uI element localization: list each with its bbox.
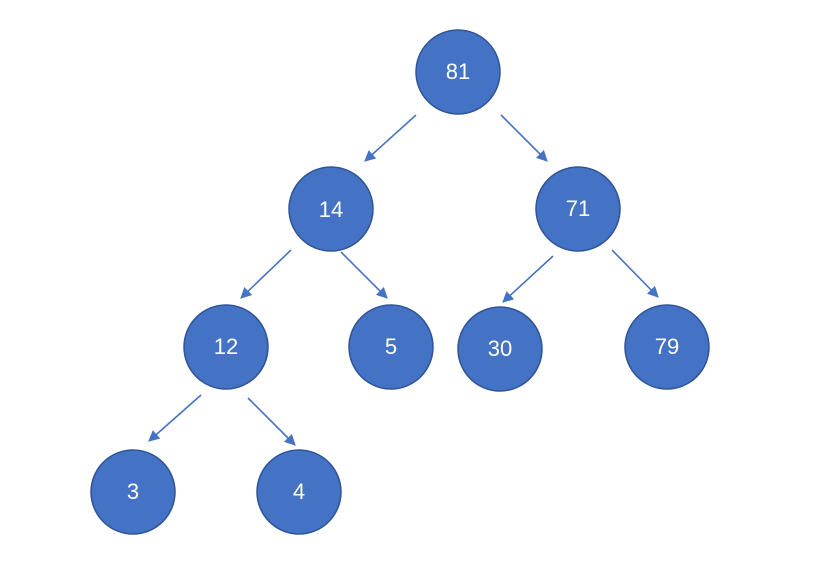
node-circle xyxy=(183,304,269,390)
tree-node-3: 3 xyxy=(90,449,176,535)
edge-81-71 xyxy=(500,114,548,162)
tree-node-4: 4 xyxy=(256,449,342,535)
node-circle xyxy=(256,449,342,535)
node-circle xyxy=(415,29,501,115)
tree-node-5: 5 xyxy=(348,304,434,390)
node-label: 81 xyxy=(446,59,470,84)
edge-12-3 xyxy=(148,394,202,442)
node-circle xyxy=(535,166,621,252)
edge-14-5 xyxy=(340,251,388,299)
tree-node-81: 81 xyxy=(415,29,501,115)
node-label: 3 xyxy=(127,479,139,504)
edges xyxy=(148,114,659,446)
tree-node-30: 30 xyxy=(457,306,543,392)
node-label: 5 xyxy=(385,334,397,359)
tree-node-71: 71 xyxy=(535,166,621,252)
edge-81-14 xyxy=(364,114,417,162)
node-circle xyxy=(348,304,434,390)
node-label: 71 xyxy=(566,196,590,221)
edge-12-4 xyxy=(247,397,296,446)
edge-71-30 xyxy=(502,255,554,303)
edge-71-79 xyxy=(611,249,659,298)
node-circle xyxy=(624,304,710,390)
tree-node-14: 14 xyxy=(288,166,374,252)
node-label: 14 xyxy=(319,197,343,222)
tree-node-79: 79 xyxy=(624,304,710,390)
node-label: 4 xyxy=(293,479,305,504)
tree-node-12: 12 xyxy=(183,304,269,390)
node-label: 79 xyxy=(655,334,679,359)
node-label: 30 xyxy=(488,336,512,361)
node-circle xyxy=(90,449,176,535)
node-label: 12 xyxy=(214,334,238,359)
edge-14-12 xyxy=(240,249,292,299)
node-circle xyxy=(288,166,374,252)
node-circle xyxy=(457,306,543,392)
